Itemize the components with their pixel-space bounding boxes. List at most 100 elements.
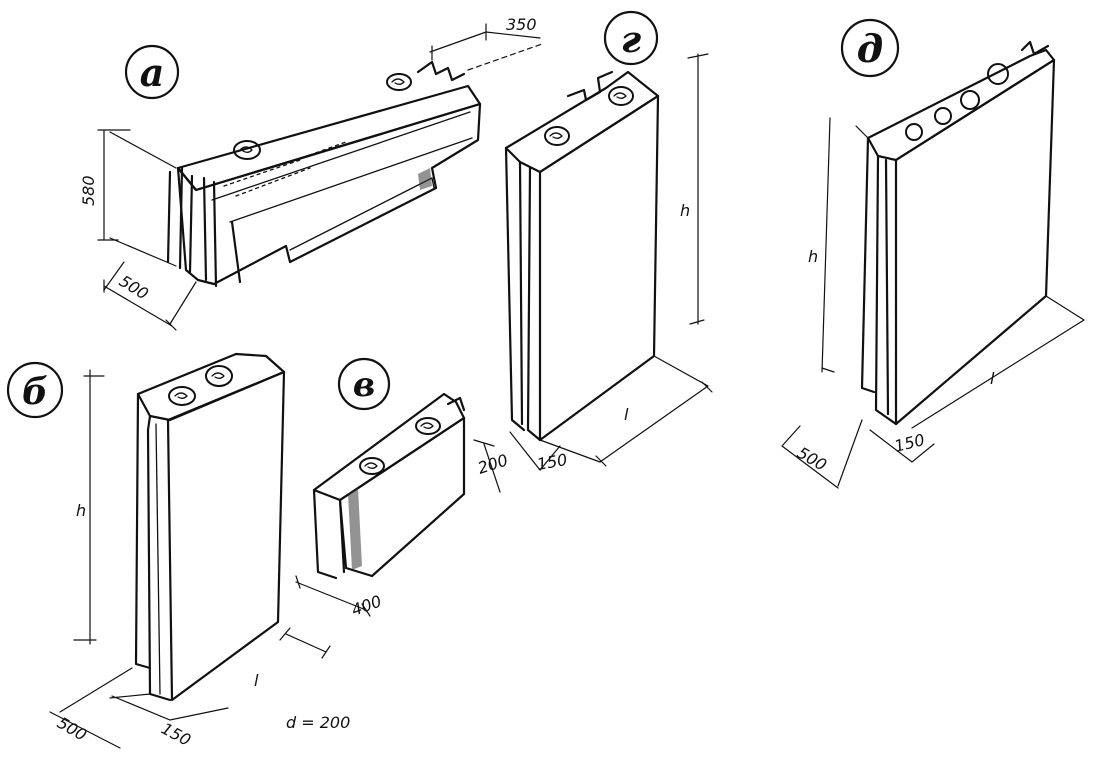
block-b-hole-2 — [205, 365, 233, 387]
dim-d-500: 500 — [794, 443, 830, 475]
dim-d-500-line — [781, 419, 863, 489]
dim-a-350-line — [429, 23, 541, 61]
block-a-recess-shade — [418, 168, 432, 190]
label-circle-d — [840, 18, 900, 78]
label-b: б — [22, 371, 48, 413]
block-v-hole-2-mark — [420, 422, 434, 429]
block-g-hole-1 — [544, 126, 570, 146]
label-v: в — [353, 365, 375, 405]
block-d-tongue — [1020, 40, 1050, 56]
dim-v-400: 400 — [349, 591, 384, 619]
block-a-end-grooves — [166, 166, 218, 288]
dim-b-l: l — [254, 671, 259, 690]
block-b-side-groove — [134, 392, 172, 702]
dim-a-580-ext — [109, 131, 177, 267]
block-g-hole-1-mark — [549, 132, 563, 139]
label-circle-g — [603, 10, 659, 66]
dim-b-500: 500 — [54, 713, 90, 745]
dim-g-l: l — [624, 405, 629, 424]
block-d: д h l 500 150 — [781, 18, 1085, 489]
block-d-hole-2 — [934, 107, 952, 125]
label-circle-v — [337, 357, 391, 411]
dim-b-h-line — [73, 369, 105, 645]
block-d-side-grooves — [860, 136, 898, 426]
block-a-tongue — [416, 60, 466, 82]
block-v-hole-2 — [415, 417, 441, 435]
dim-g-h-line — [687, 53, 709, 325]
block-v-top-face — [312, 392, 466, 502]
block-v-hole-1-mark — [364, 462, 378, 469]
dim-g-l-line — [595, 381, 713, 467]
block-a-top-face — [176, 84, 482, 192]
block-d-hole-4 — [987, 63, 1009, 85]
block-a-hole-2-mark — [391, 78, 405, 85]
dim-d-l-line — [911, 295, 1085, 429]
dim-b-l-line — [279, 627, 331, 659]
dim-v-400-line — [295, 575, 371, 617]
block-b-top-face — [136, 352, 286, 422]
dim-g-h: h — [680, 201, 690, 220]
block-a-edge — [230, 220, 242, 284]
block-a-hole-1-mark — [239, 146, 253, 153]
dim-a-350: 350 — [506, 15, 537, 34]
block-d-hole-1 — [905, 123, 923, 141]
dim-a-350-ext — [467, 43, 543, 71]
block-b: б h l 500 150 d = 200 — [6, 352, 350, 750]
block-a-recess — [289, 177, 435, 251]
dim-a-580: 580 — [79, 175, 98, 206]
dim-a-580-line — [97, 129, 131, 241]
label-circle-a — [124, 44, 180, 100]
block-a-hole-1 — [233, 140, 261, 160]
block-v-front-face — [338, 416, 466, 578]
label-circle-b — [6, 361, 64, 419]
block-v: в 400 200 — [295, 357, 510, 620]
block-v-groove-shade — [348, 488, 362, 570]
dim-d-150-line — [869, 429, 935, 463]
block-g-tongue — [566, 70, 614, 102]
label-a: a — [140, 50, 165, 95]
block-d-top-face — [866, 48, 1056, 162]
dim-a-500: 500 — [116, 271, 152, 303]
block-g-side-grooves — [504, 146, 542, 442]
block-b-note: d = 200 — [286, 713, 350, 732]
block-a: a 350 580 500 — [79, 15, 543, 331]
block-g-hole-2-mark — [613, 92, 627, 99]
dim-b-h: h — [76, 501, 86, 520]
dim-g-150-line — [509, 431, 561, 471]
label-d: д — [857, 26, 883, 71]
dim-b-150: 150 — [158, 719, 194, 750]
dim-g-l-ext — [539, 355, 709, 463]
block-a-front-face — [176, 102, 482, 286]
block-d-front-face — [894, 58, 1056, 426]
dim-d-h: h — [808, 247, 818, 266]
block-g: г h l 150 — [504, 10, 713, 474]
block-g-top-face — [504, 70, 660, 174]
dim-g-150: 150 — [535, 450, 568, 474]
dim-b-150-line — [109, 693, 229, 721]
block-g-hole-2 — [608, 86, 634, 106]
block-b-front-face — [166, 370, 286, 702]
block-a-texture — [223, 141, 347, 197]
block-g-front-face — [538, 94, 660, 442]
block-b-hole-1 — [168, 386, 196, 406]
block-a-step-line — [211, 111, 471, 201]
dim-d-h-ext — [855, 125, 869, 139]
block-v-groove — [312, 488, 346, 580]
dim-d-h-line — [821, 117, 835, 373]
block-b-hole-2-mark — [211, 372, 225, 379]
block-v-tongue — [446, 396, 466, 412]
dim-v-200-line — [473, 439, 501, 493]
block-b-hole-1-mark — [174, 392, 188, 399]
dim-b-500-line — [49, 667, 133, 749]
block-b-groove-line — [155, 423, 161, 695]
block-a-hole-2 — [386, 73, 412, 91]
block-d-hole-3 — [960, 90, 980, 110]
dim-d-l: l — [990, 369, 995, 388]
label-g: г — [621, 19, 641, 61]
dim-d-150: 150 — [892, 430, 926, 456]
block-a-step-line-2 — [229, 137, 473, 223]
dim-v-200: 200 — [475, 450, 510, 478]
block-v-hole-1 — [359, 457, 385, 475]
dim-a-500-ext — [103, 261, 197, 325]
